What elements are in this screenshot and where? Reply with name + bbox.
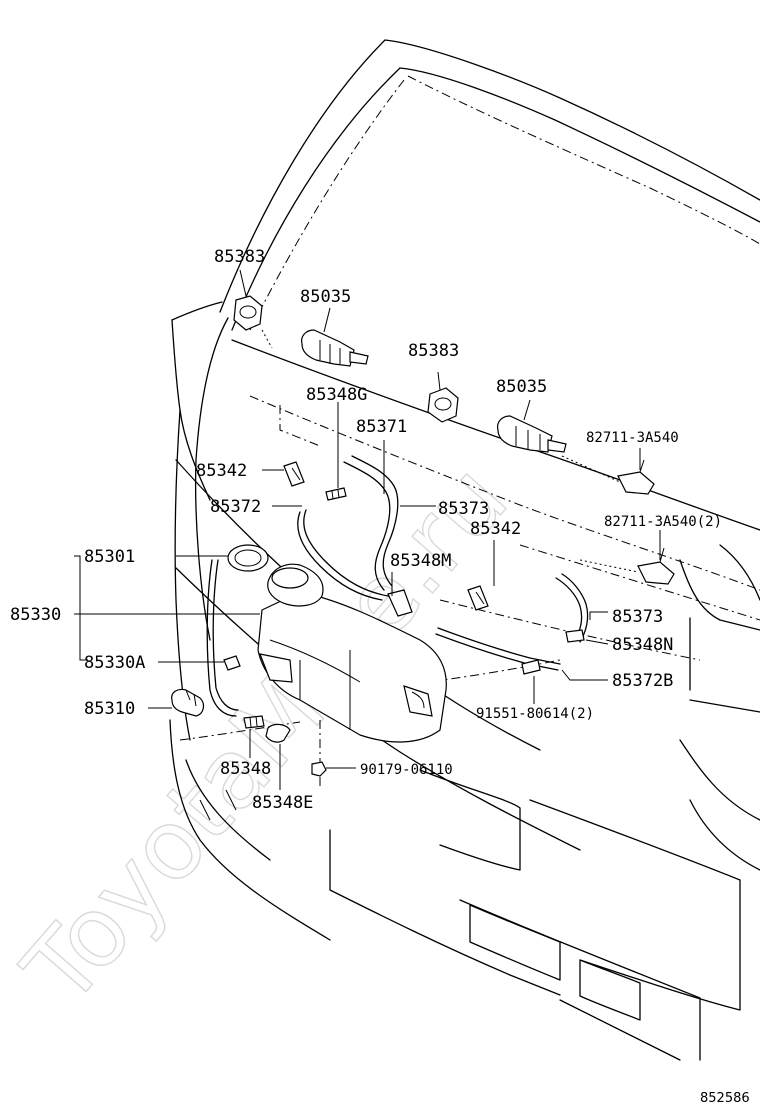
label-85373-upper: 85373 bbox=[438, 499, 489, 519]
label-85348G: 85348G bbox=[306, 385, 367, 405]
label-85330A: 85330A bbox=[84, 653, 145, 673]
label-85348E: 85348E bbox=[252, 793, 313, 813]
label-91551-80614: 91551-80614(2) bbox=[476, 706, 594, 722]
label-85035-left: 85035 bbox=[300, 287, 351, 307]
washer-reservoir-85330 bbox=[257, 563, 447, 743]
washer-hoses bbox=[171, 455, 589, 777]
label-85342-right: 85342 bbox=[470, 519, 521, 539]
label-85348: 85348 bbox=[220, 759, 271, 779]
washer-nozzle-right bbox=[497, 415, 567, 453]
label-82711-3A540-2: 82711-3A540(2) bbox=[604, 514, 722, 530]
figure-code: 852586 bbox=[700, 1091, 750, 1106]
washer-nozzle-left bbox=[301, 329, 369, 367]
label-85301: 85301 bbox=[84, 547, 135, 567]
filler-cap-85301 bbox=[227, 544, 269, 572]
label-85330: 85330 bbox=[10, 605, 61, 625]
label-85348N: 85348N bbox=[612, 635, 673, 655]
label-85342-left: 85342 bbox=[196, 461, 247, 481]
part-labels: 85383 85035 85383 85035 85348G 85371 827… bbox=[10, 247, 722, 813]
watermark-text: ToyotaMine.ru bbox=[2, 443, 529, 1025]
label-85348M: 85348M bbox=[390, 551, 451, 571]
clip-82711-lower bbox=[637, 547, 675, 585]
label-85035-right: 85035 bbox=[496, 377, 547, 397]
leader-lines bbox=[74, 269, 661, 790]
vehicle-body-outline bbox=[169, 39, 760, 1061]
washer-nozzle-grommet-left bbox=[233, 295, 263, 331]
label-82711-3A540: 82711-3A540 bbox=[586, 430, 679, 446]
label-85372: 85372 bbox=[210, 497, 261, 517]
label-85371: 85371 bbox=[356, 417, 407, 437]
label-85383-left: 85383 bbox=[214, 247, 265, 267]
clip-82711-upper bbox=[617, 459, 655, 495]
label-85310: 85310 bbox=[84, 699, 135, 719]
label-85383-right: 85383 bbox=[408, 341, 459, 361]
label-90179-06110: 90179-06110 bbox=[360, 762, 453, 778]
washer-nozzle-grommet-right bbox=[427, 387, 459, 423]
label-85372B: 85372B bbox=[612, 671, 673, 691]
label-85373-lower: 85373 bbox=[612, 607, 663, 627]
